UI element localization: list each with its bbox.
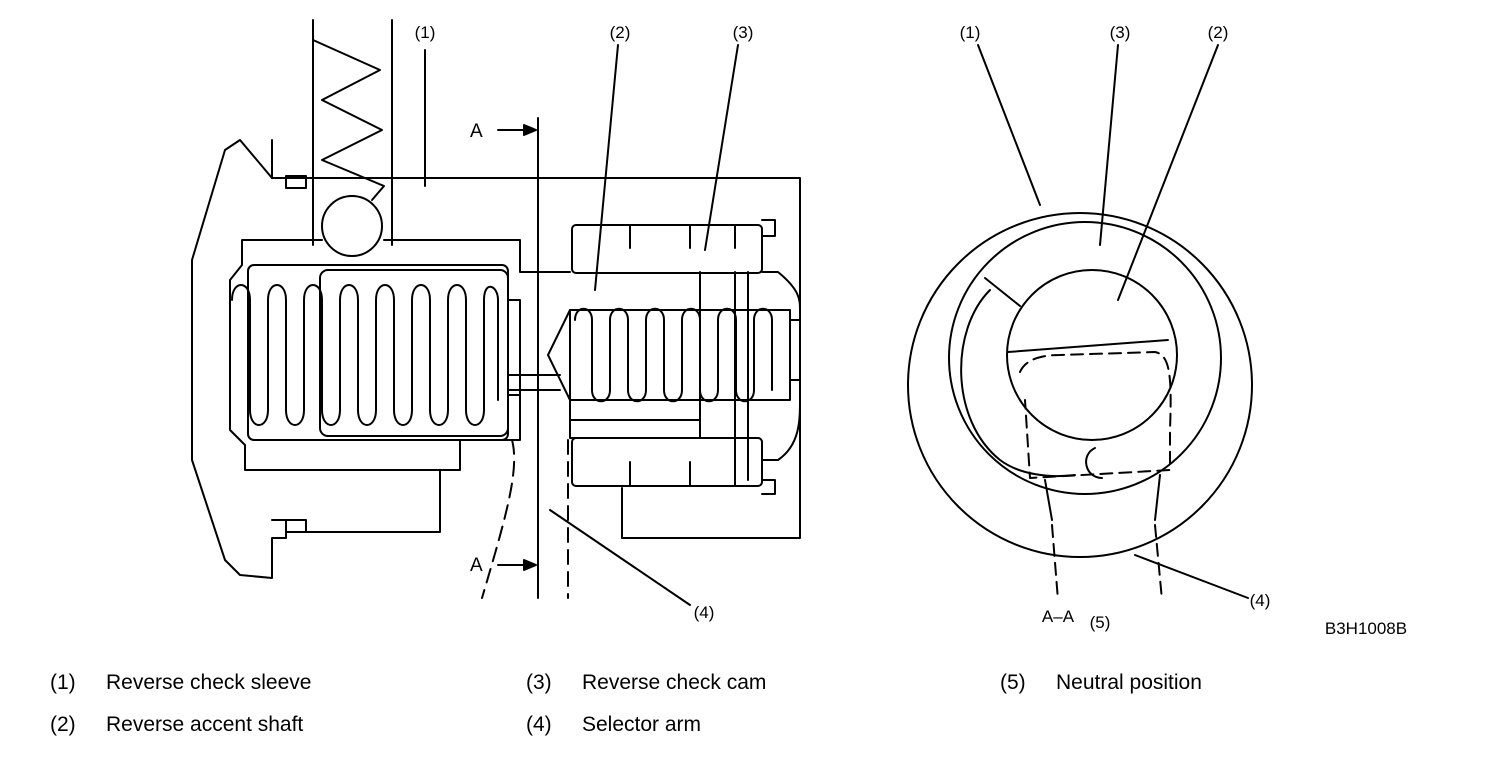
shaft-coil-spring: [574, 307, 773, 403]
callout-right-3: (3): [1110, 23, 1131, 42]
legend-text: Selector arm: [582, 713, 702, 736]
legend-text: Reverse accent shaft: [106, 713, 304, 736]
legend-text: Reverse check sleeve: [106, 671, 312, 694]
section-mark-bottom: A: [470, 555, 483, 576]
sectional-view: [191, 19, 801, 606]
reverse-check-cam-top: [571, 224, 763, 274]
sleeve-coil-spring: [231, 284, 499, 426]
section-view-a-a: [907, 44, 1253, 601]
reverse-check-cam-ring: [948, 221, 1222, 495]
selector-arm-head: [1019, 351, 1172, 479]
reverse-accent-shaft: [547, 309, 791, 401]
reverse-check-cam-bottom: [571, 437, 763, 487]
legend-num: (3): [526, 671, 552, 694]
housing-flange: [191, 139, 287, 579]
housing-body: [271, 177, 801, 539]
legend-num: (1): [50, 671, 76, 694]
legend-num: (5): [1000, 671, 1026, 694]
selector-arm-outline: [481, 439, 569, 599]
reverse-check-diagram: (1) (2) (3) (4) A A (1) (3) (2) (4) A–A …: [191, 19, 1407, 638]
callout-right-4: (4): [1250, 591, 1271, 610]
callout-left-3: (3): [733, 23, 754, 42]
reverse-accent-shaft-section: [1006, 269, 1178, 441]
detent-ball: [321, 195, 383, 257]
figure-code: B3H1008B: [1325, 619, 1407, 638]
retaining-pin-bottom: [285, 519, 307, 533]
callout-left-4: (4): [694, 603, 715, 622]
section-ref: (5): [1090, 613, 1111, 632]
legend-text: Reverse check cam: [582, 671, 767, 694]
legend: (1) Reverse check sleeve (2) Reverse acc…: [0, 660, 1504, 764]
callout-left-1: (1): [415, 23, 436, 42]
callout-right-2: (2): [1208, 23, 1229, 42]
legend-num: (2): [50, 713, 76, 736]
callout-left-2: (2): [610, 23, 631, 42]
legend-num: (4): [526, 713, 552, 736]
detent-bore: [312, 19, 393, 246]
reverse-check-sleeve-outer: [907, 212, 1253, 558]
section-label: A–A: [1042, 607, 1075, 626]
legend-text: Neutral position: [1056, 671, 1202, 694]
detent-spring: [312, 39, 385, 201]
retaining-pin-top: [285, 175, 307, 189]
callout-right-1: (1): [960, 23, 981, 42]
section-mark-top: A: [470, 121, 483, 142]
